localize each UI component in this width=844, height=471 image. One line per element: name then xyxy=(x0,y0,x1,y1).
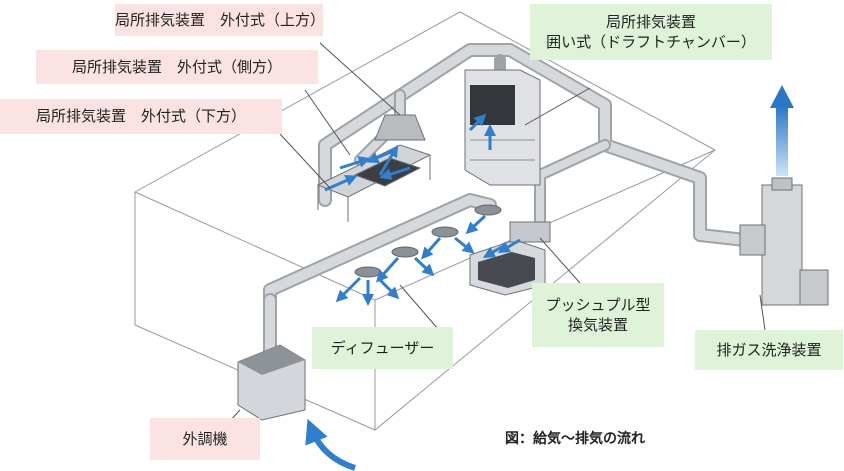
label-push-pull: プッシュプル型 換気装置 xyxy=(532,283,664,347)
gas-scrubber-unit xyxy=(739,85,829,306)
label-exhaust-top: 局所排気装置 外付式（上方） xyxy=(115,4,325,36)
exhaust-hood-top xyxy=(374,114,426,141)
intake-arrow xyxy=(305,418,356,471)
airflow-arrows xyxy=(324,113,521,306)
label-draft-chamber: 局所排気装置 囲い式（ドラフトチャンバー） xyxy=(530,4,772,60)
label-draft-chamber-line1: 局所排気装置 xyxy=(605,12,696,31)
label-exhaust-side: 局所排気装置 外付式（側方） xyxy=(36,50,318,84)
worktables xyxy=(316,144,432,222)
label-push-pull-line1: プッシュプル型 xyxy=(545,295,651,314)
label-outdoor-unit: 外調機 xyxy=(150,418,260,460)
label-exhaust-bottom: 局所排気装置 外付式（下方） xyxy=(0,99,282,134)
figure-caption: 図：給気〜排気の流れ xyxy=(505,431,645,447)
label-draft-chamber-line2: 囲い式（ドラフトチャンバー） xyxy=(546,33,756,51)
outdoor-air-unit xyxy=(237,344,306,421)
label-diffuser: ディフューザー xyxy=(312,327,453,369)
label-push-pull-line2: 換気装置 xyxy=(567,316,628,334)
draft-chamber xyxy=(464,69,541,186)
diffuser-units xyxy=(354,204,502,278)
label-gas-scrubber: 排ガス洗浄装置 xyxy=(695,330,843,370)
